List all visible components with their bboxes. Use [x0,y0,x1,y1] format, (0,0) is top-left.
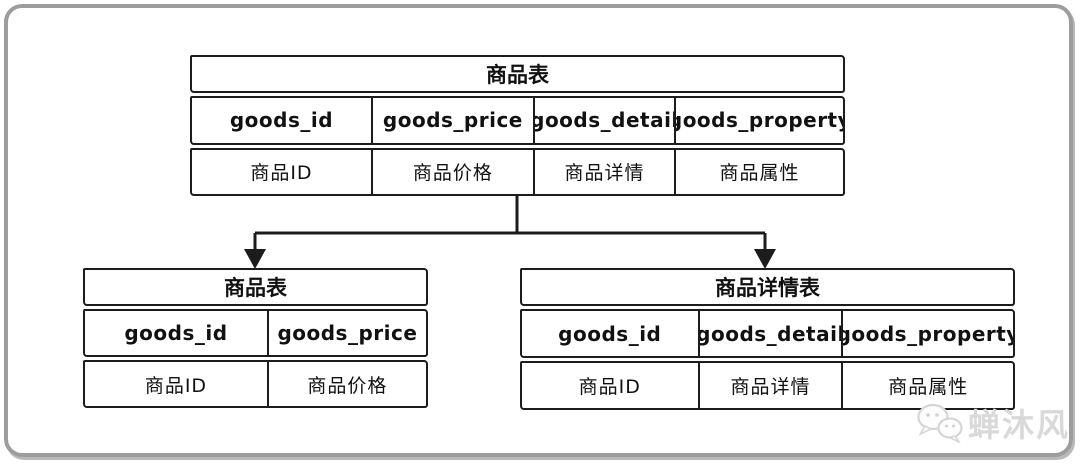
table-title: 商品详情表 [520,268,1015,306]
column-name-cell: goods_detail [697,311,841,356]
column-label-cell: 商品价格 [266,362,426,406]
column-name-cell: goods_price [266,311,426,355]
rounded-border-frame [4,4,1073,457]
table-goods-original: 商品表 goods_id goods_price goods_detail go… [190,55,845,196]
column-label-cell: 商品ID [144,374,208,397]
table-row-labels: 商品ID 商品价格 商品详情 商品属性 [190,147,845,196]
table-row-labels: 商品ID 商品价格 [83,360,428,408]
column-label-cell: 商品详情 [697,363,842,408]
column-name-cell: goods_id [558,321,662,346]
table-row-columns: goods_id goods_price goods_detail goods_… [190,96,845,145]
table-row-columns: goods_id goods_detail goods_property [520,309,1015,358]
column-label-cell: 商品详情 [532,149,674,194]
column-label-cell: 商品价格 [370,149,533,194]
table-row-labels: 商品ID 商品详情 商品属性 [520,361,1015,410]
column-name-cell: goods_id [229,108,334,133]
watermark: 蝉沐风 [916,400,1070,446]
table-row-columns: goods_id goods_price [83,309,428,357]
watermark-text: 蝉沐风 [967,406,1070,444]
table-title: 商品表 [190,55,845,93]
column-name-cell: goods_detail [532,98,674,143]
column-name-cell: goods_price [370,98,533,143]
column-name-cell: goods_id [124,321,228,345]
table-goods-split: 商品表 goods_id goods_price 商品ID 商品价格 [83,268,428,408]
table-title: 商品表 [83,268,428,306]
column-label-cell: 商品属性 [841,363,1013,408]
column-label-cell: 商品ID [250,162,313,185]
wechat-icon [917,403,963,443]
table-goods-detail: 商品详情表 goods_id goods_detail goods_proper… [520,268,1015,410]
column-name-cell: goods_property [841,311,1013,356]
column-name-cell: goods_property [674,98,843,143]
column-label-cell: 商品ID [578,376,641,398]
column-label-cell: 商品属性 [674,149,843,194]
